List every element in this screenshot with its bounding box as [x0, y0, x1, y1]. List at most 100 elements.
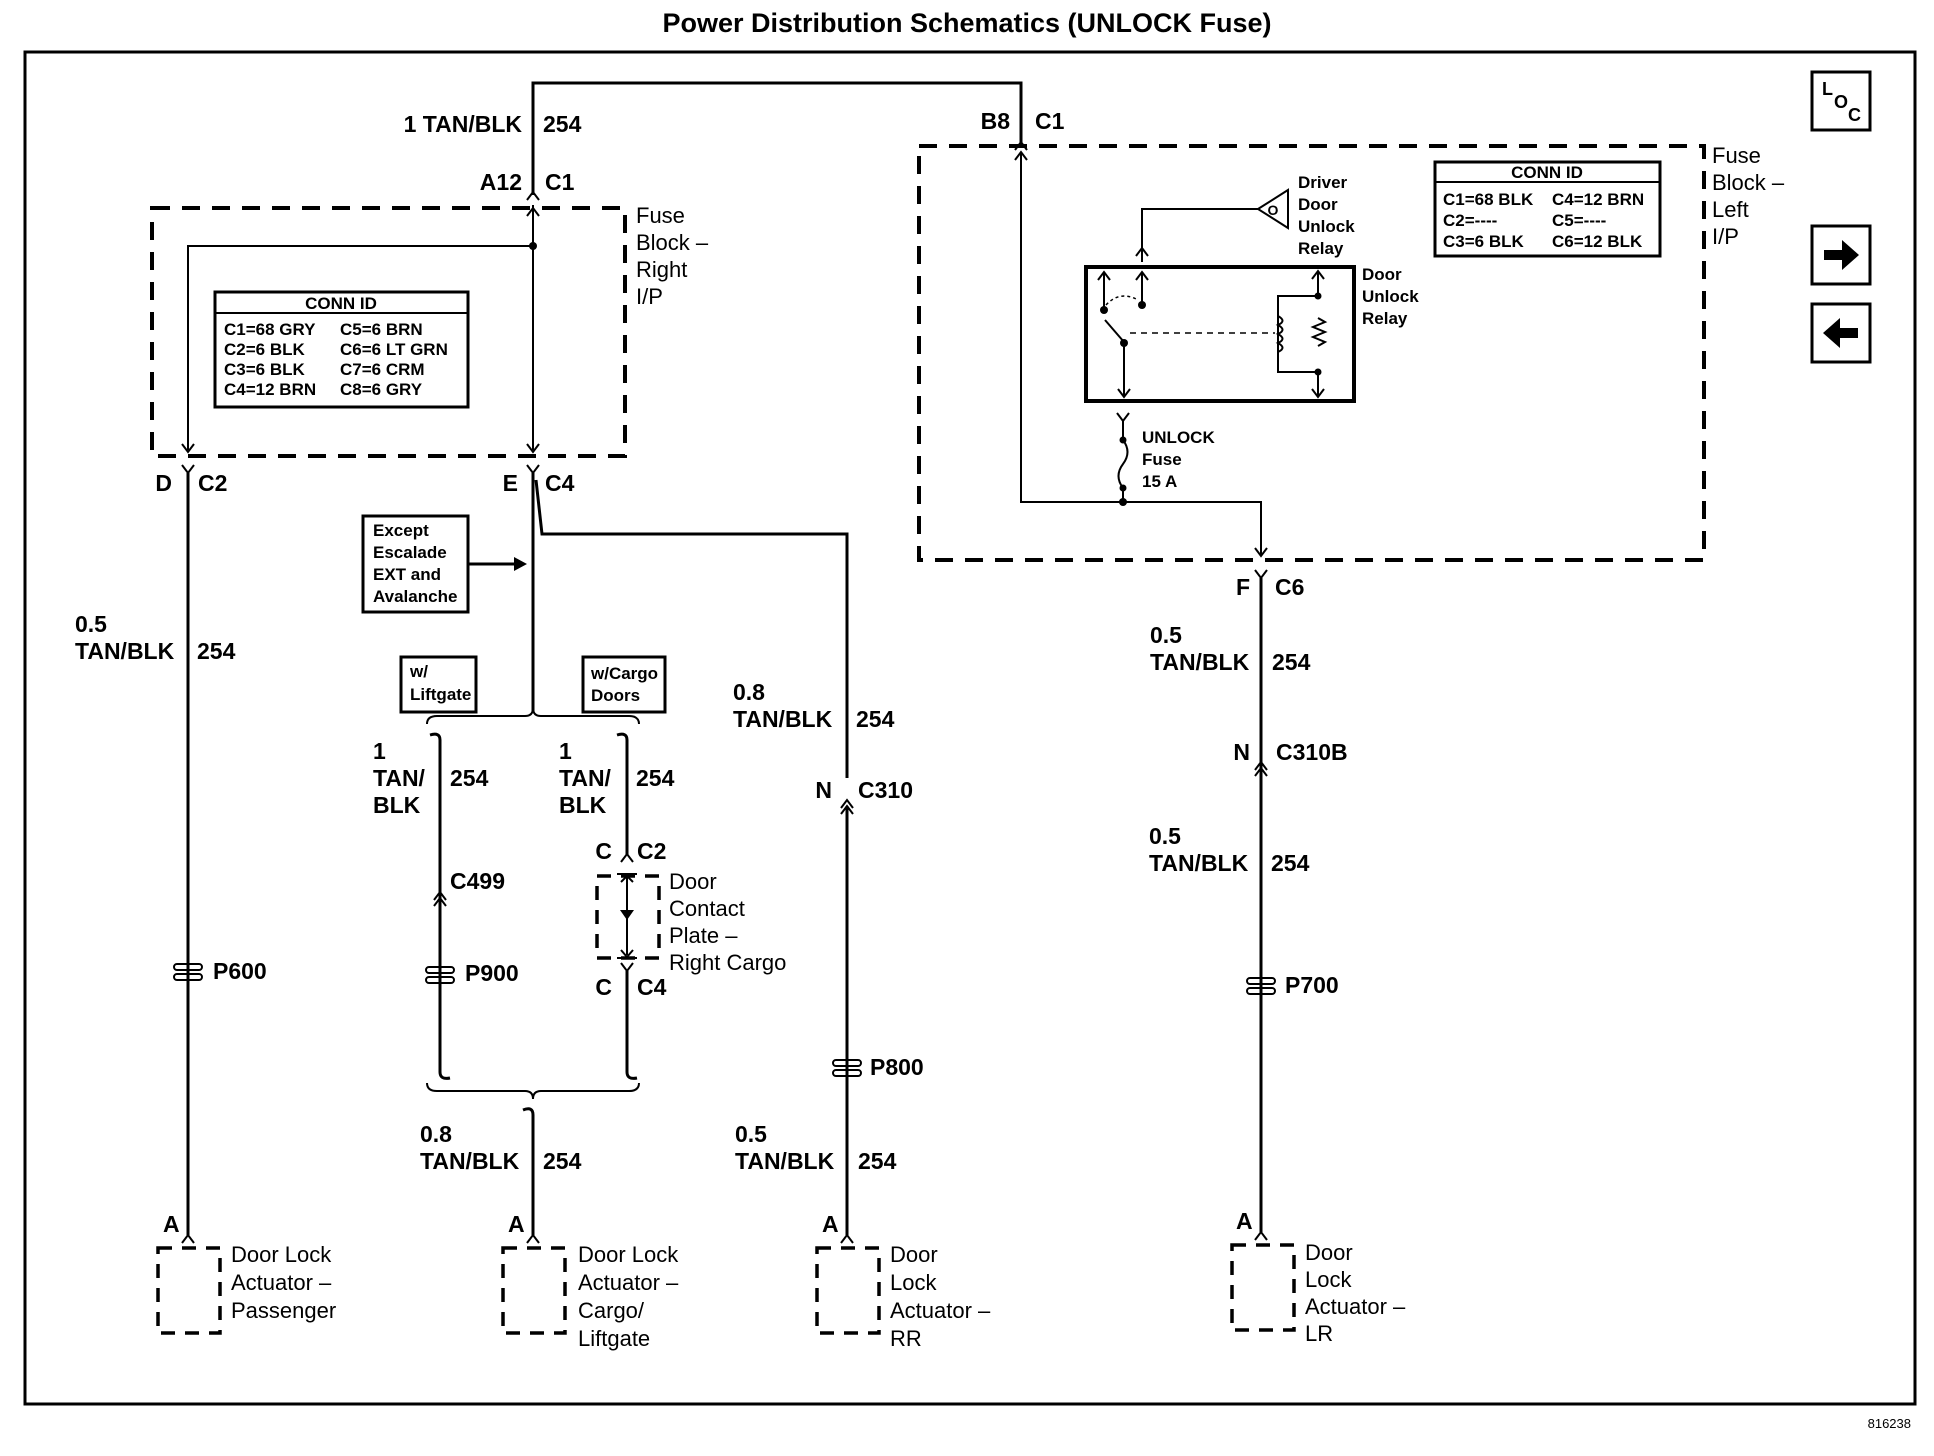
door-contact-plate-label: Door Contact Plate – Right Cargo — [669, 869, 786, 975]
rr-top-color: TAN/BLK — [733, 706, 833, 732]
cargo-liftgate-actuator — [501, 1246, 567, 1335]
svg-text:UNLOCK: UNLOCK — [1142, 428, 1215, 447]
cargo-doors-wire — [616, 732, 629, 855]
svg-text:15 A: 15 A — [1142, 472, 1177, 491]
fuse-block-left-label: Fuse Block – Left I/P — [1712, 143, 1785, 249]
top-wire-circuit: 254 — [543, 111, 582, 137]
svg-text:C1=68 GRY: C1=68 GRY — [224, 320, 316, 339]
liftgate-wire — [429, 732, 451, 1080]
splice-pack-icon — [425, 966, 455, 984]
passenger-pin: A — [163, 1211, 180, 1237]
svg-text:O: O — [1834, 92, 1848, 112]
cl-circuit: 254 — [543, 1148, 582, 1174]
splice-dot — [529, 242, 537, 250]
rr-top-gauge: 0.8 — [733, 679, 765, 705]
driver-door-unlock-relay-label: Driver Door Unlock Relay — [1298, 173, 1355, 258]
svg-text:Unlock: Unlock — [1362, 287, 1419, 306]
svg-text:Liftgate: Liftgate — [410, 685, 471, 704]
svg-text:Actuator –: Actuator – — [890, 1298, 991, 1323]
fuse-block-left-outline — [917, 144, 1706, 562]
svg-text:Escalade: Escalade — [373, 543, 447, 562]
svg-text:RR: RR — [890, 1326, 922, 1351]
svg-text:Contact: Contact — [669, 896, 745, 921]
svg-text:Block –: Block – — [1712, 170, 1785, 195]
conn-id-table-right: CONN ID C1=68 GRY C5=6 BRN C2=6 BLK C6=6… — [213, 290, 470, 409]
svg-text:C8=6 GRY: C8=6 GRY — [340, 380, 423, 399]
svg-text:Block –: Block – — [636, 230, 709, 255]
door-unlock-relay — [1084, 265, 1356, 403]
liftgate-splice: P900 — [465, 960, 519, 986]
rfb-out-left-conn: C2 — [198, 470, 227, 496]
svg-text:Plate –: Plate – — [669, 923, 738, 948]
lr-top-gauge: 0.5 — [1150, 622, 1182, 648]
rr-bottom-color: TAN/BLK — [735, 1148, 835, 1174]
frame — [23, 50, 1917, 1406]
rr-bottom-circuit: 254 — [858, 1148, 897, 1174]
liftgate-color1: TAN/ — [373, 765, 426, 791]
liftgate-note: w/ Liftgate — [399, 655, 478, 714]
top-wire-gauge-color: 1 TAN/BLK — [404, 111, 523, 137]
svg-text:Right: Right — [636, 257, 687, 282]
rfb-out-right-pin: E — [503, 470, 518, 496]
svg-text:Door Lock: Door Lock — [578, 1242, 679, 1267]
svg-text:CONN ID: CONN ID — [1511, 163, 1583, 182]
svg-text:w/: w/ — [409, 662, 428, 681]
option-brace-top — [426, 707, 640, 725]
svg-text:Lock: Lock — [890, 1270, 937, 1295]
svg-text:Door: Door — [669, 869, 717, 894]
svg-text:C3=6 BLK: C3=6 BLK — [1443, 232, 1524, 251]
lr-conn-pin: N — [1233, 739, 1250, 765]
cargo-conn-top: C2 — [637, 838, 666, 864]
svg-text:O: O — [1268, 202, 1279, 218]
lfb-top-pin: B8 — [981, 108, 1011, 134]
except-note: Except Escalade EXT and Avalanche — [361, 514, 470, 614]
svg-text:Fuse: Fuse — [1712, 143, 1761, 168]
rr-conn-pin: N — [815, 777, 832, 803]
next-page-button[interactable] — [1810, 224, 1872, 286]
connector-symbol — [433, 890, 447, 907]
svg-text:Cargo/: Cargo/ — [578, 1298, 645, 1323]
svg-text:Relay: Relay — [1298, 239, 1344, 258]
resistor-icon — [1310, 317, 1328, 347]
liftgate-connector: C499 — [450, 868, 505, 894]
rfb-top-pin: A12 — [480, 169, 522, 195]
option-brace-bottom — [426, 1082, 640, 1100]
cargo-note: w/Cargo Doors — [581, 655, 667, 714]
passenger-wire-color: TAN/BLK — [75, 638, 175, 664]
svg-text:Door: Door — [1298, 195, 1338, 214]
lfb-bus — [1020, 152, 1123, 503]
svg-text:Passenger: Passenger — [231, 1298, 336, 1323]
passenger-wire-gauge: 0.5 — [75, 611, 107, 637]
lr-actuator-label: Door Lock Actuator – LR — [1305, 1240, 1406, 1346]
lr-actuator — [1230, 1243, 1296, 1332]
svg-text:C4=12 BRN: C4=12 BRN — [1552, 190, 1644, 209]
svg-text:I/P: I/P — [1712, 224, 1739, 249]
cl-gauge: 0.8 — [420, 1121, 452, 1147]
svg-text:Relay: Relay — [1362, 309, 1408, 328]
loc-button[interactable]: L O C — [1810, 70, 1872, 132]
rr-conn: C310 — [858, 777, 913, 803]
passenger-wire-circuit: 254 — [197, 638, 236, 664]
previous-page-button[interactable] — [1810, 302, 1872, 364]
rr-pin: A — [822, 1211, 839, 1237]
lr-bottom-circuit: 254 — [1271, 850, 1310, 876]
liftgate-circuit: 254 — [450, 765, 489, 791]
cargo-gauge: 1 — [559, 738, 572, 764]
rfb-out-right-conn: C4 — [545, 470, 575, 496]
svg-text:Fuse: Fuse — [636, 203, 685, 228]
svg-text:Door: Door — [1362, 265, 1402, 284]
cargo-color2: BLK — [559, 792, 607, 818]
passenger-actuator-label: Door Lock Actuator – Passenger — [231, 1242, 336, 1323]
unlock-fuse-icon — [1117, 421, 1129, 502]
svg-text:Liftgate: Liftgate — [578, 1326, 650, 1351]
passenger-splice: P600 — [213, 958, 267, 984]
svg-text:CONN ID: CONN ID — [305, 294, 377, 313]
cargo-color1: TAN/ — [559, 765, 612, 791]
svg-text:C5=6 BRN: C5=6 BRN — [340, 320, 423, 339]
cargo-conn-bottom: C4 — [637, 974, 667, 1000]
cargo-liftgate-wire — [522, 1107, 535, 1235]
driver-relay-triangle-icon — [1256, 188, 1289, 230]
door-unlock-relay-label: Door Unlock Relay — [1362, 265, 1419, 328]
rr-splice: P800 — [870, 1054, 924, 1080]
splice-pack-icon — [173, 963, 203, 981]
